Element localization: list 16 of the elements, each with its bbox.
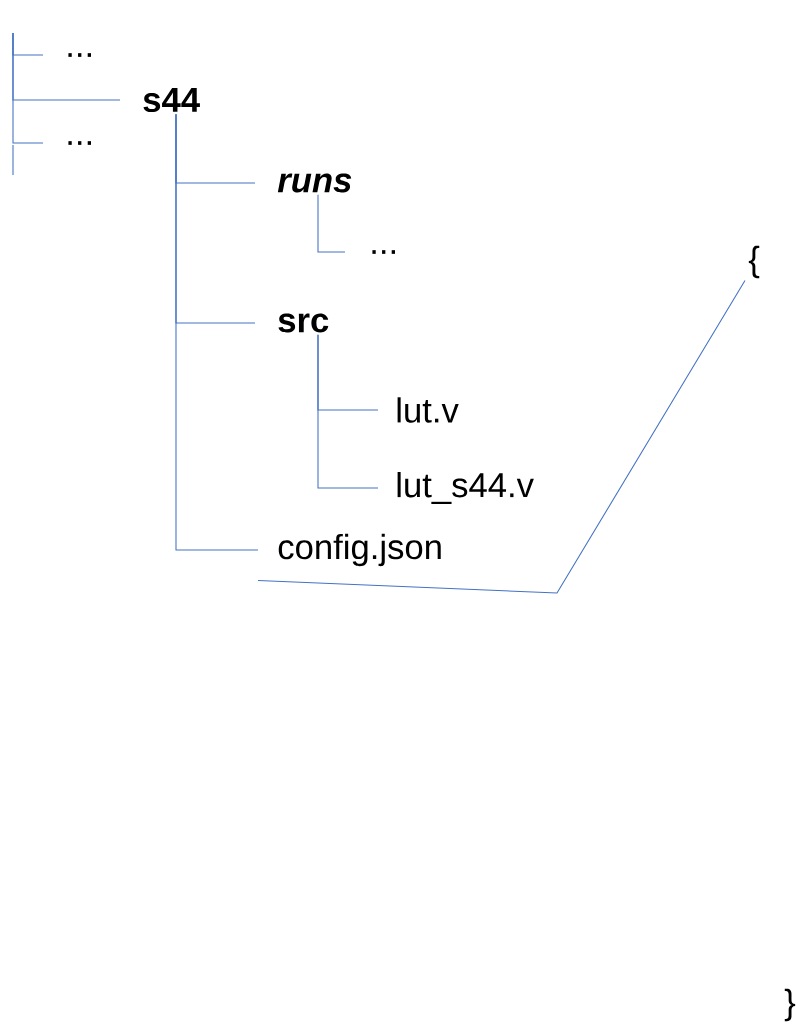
- tree-line: [12, 32, 44, 144]
- file-name: lut_s44.v: [397, 472, 534, 504]
- folder-name: ...: [68, 53, 91, 57]
- file-name: config.json: [278, 533, 441, 567]
- tree-line: [317, 194, 346, 253]
- file-name: lut.v: [397, 397, 459, 423]
- tree-line: [175, 113, 259, 551]
- folder-name: runs: [277, 173, 352, 193]
- folder-name: src: [278, 313, 329, 333]
- folder-name: ...: [372, 250, 395, 254]
- brace: }: [784, 988, 796, 1022]
- folder-name: s44: [143, 87, 200, 113]
- leader-line: [257, 279, 746, 594]
- folder-name: ...: [68, 141, 91, 145]
- tree-line: [317, 334, 379, 489]
- brace: {: [748, 245, 760, 279]
